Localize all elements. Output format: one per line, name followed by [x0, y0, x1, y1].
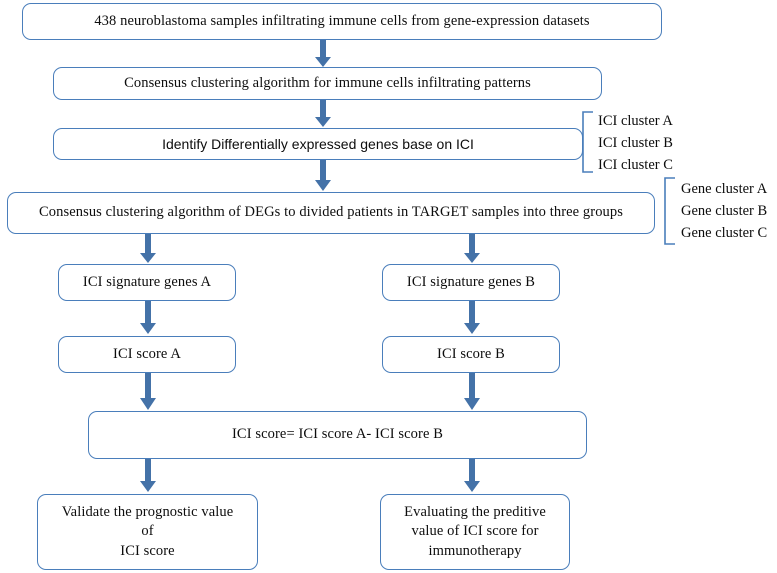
gene-cluster-label-b: Gene cluster B [681, 203, 768, 220]
arrow-consensus-degs-to-signature-b [462, 234, 482, 264]
node-samples-label: 438 neuroblastoma samples infiltrating i… [94, 12, 590, 29]
gene-cluster-label-a: Gene cluster A [681, 181, 768, 197]
arrow-consensus-degs-to-signature-a [138, 234, 158, 264]
arrow-score-b-to-formula [462, 373, 482, 411]
validate-line-3: ICI score [120, 542, 175, 559]
evaluate-line-3: immunotherapy [428, 542, 522, 559]
ici-cluster-label-a: ICI cluster A [598, 113, 673, 129]
arrow-formula-to-evaluate [462, 459, 482, 493]
evaluate-line-2: value of ICI score for [411, 523, 539, 540]
node-validate-prognostic: Validate the prognostic value of ICI sco… [37, 494, 258, 570]
node-score-b: ICI score B [382, 336, 560, 373]
node-signature-genes-a: ICI signature genes A [58, 264, 236, 301]
ici-cluster-label-b: ICI cluster B [598, 135, 673, 152]
arrow-signature-a-to-score-a [138, 301, 158, 335]
evaluate-line-1: Evaluating the preditive [404, 504, 546, 521]
arrow-signature-b-to-score-b [462, 301, 482, 335]
node-score-formula: ICI score= ICI score A- ICI score B [88, 411, 587, 459]
ici-cluster-bracket [580, 111, 594, 173]
arrow-consensus-immune-to-identify-degs [313, 100, 333, 128]
node-signature-genes-b: ICI signature genes B [382, 264, 560, 301]
ici-cluster-label-group: ICI cluster A ICI cluster B ICI cluster … [598, 110, 673, 177]
node-evaluate-predictive-label: Evaluating the preditive value of ICI sc… [387, 503, 563, 560]
node-validate-prognostic-label: Validate the prognostic value of ICI sco… [44, 503, 251, 560]
arrow-score-a-to-formula [138, 373, 158, 411]
node-consensus-degs-label: Consensus clustering algorithm of DEGs t… [38, 204, 623, 221]
node-score-b-label: ICI score B [437, 345, 505, 362]
node-score-a: ICI score A [58, 336, 236, 373]
arrow-samples-to-consensus-immune [313, 40, 333, 68]
node-identify-degs-label: Identify Differentially expressed genes … [162, 135, 474, 152]
validate-line-2: of [141, 523, 154, 540]
node-samples: 438 neuroblastoma samples infiltrating i… [22, 3, 662, 40]
node-consensus-immune-label: Consensus clustering algorithm for immun… [124, 74, 531, 91]
arrow-identify-degs-to-consensus-degs [313, 160, 333, 192]
gene-cluster-bracket [662, 177, 676, 245]
node-identify-degs: Identify Differentially expressed genes … [53, 128, 583, 160]
node-evaluate-predictive: Evaluating the preditive value of ICI sc… [380, 494, 570, 570]
node-consensus-degs: Consensus clustering algorithm of DEGs t… [7, 192, 655, 234]
ici-cluster-label-c: ICI cluster C [598, 157, 673, 174]
node-score-formula-label: ICI score= ICI score A- ICI score B [232, 426, 443, 443]
node-score-a-label: ICI score A [113, 345, 181, 362]
validate-line-1: Validate the prognostic value [61, 504, 234, 521]
node-consensus-immune: Consensus clustering algorithm for immun… [53, 67, 602, 100]
gene-cluster-label-c: Gene cluster C [681, 225, 768, 242]
arrow-formula-to-validate [138, 459, 158, 493]
node-signature-genes-b-label: ICI signature genes B [406, 273, 536, 290]
gene-cluster-label-group: Gene cluster A Gene cluster B Gene clust… [681, 178, 767, 245]
node-signature-genes-a-label: ICI signature genes A [82, 273, 212, 290]
